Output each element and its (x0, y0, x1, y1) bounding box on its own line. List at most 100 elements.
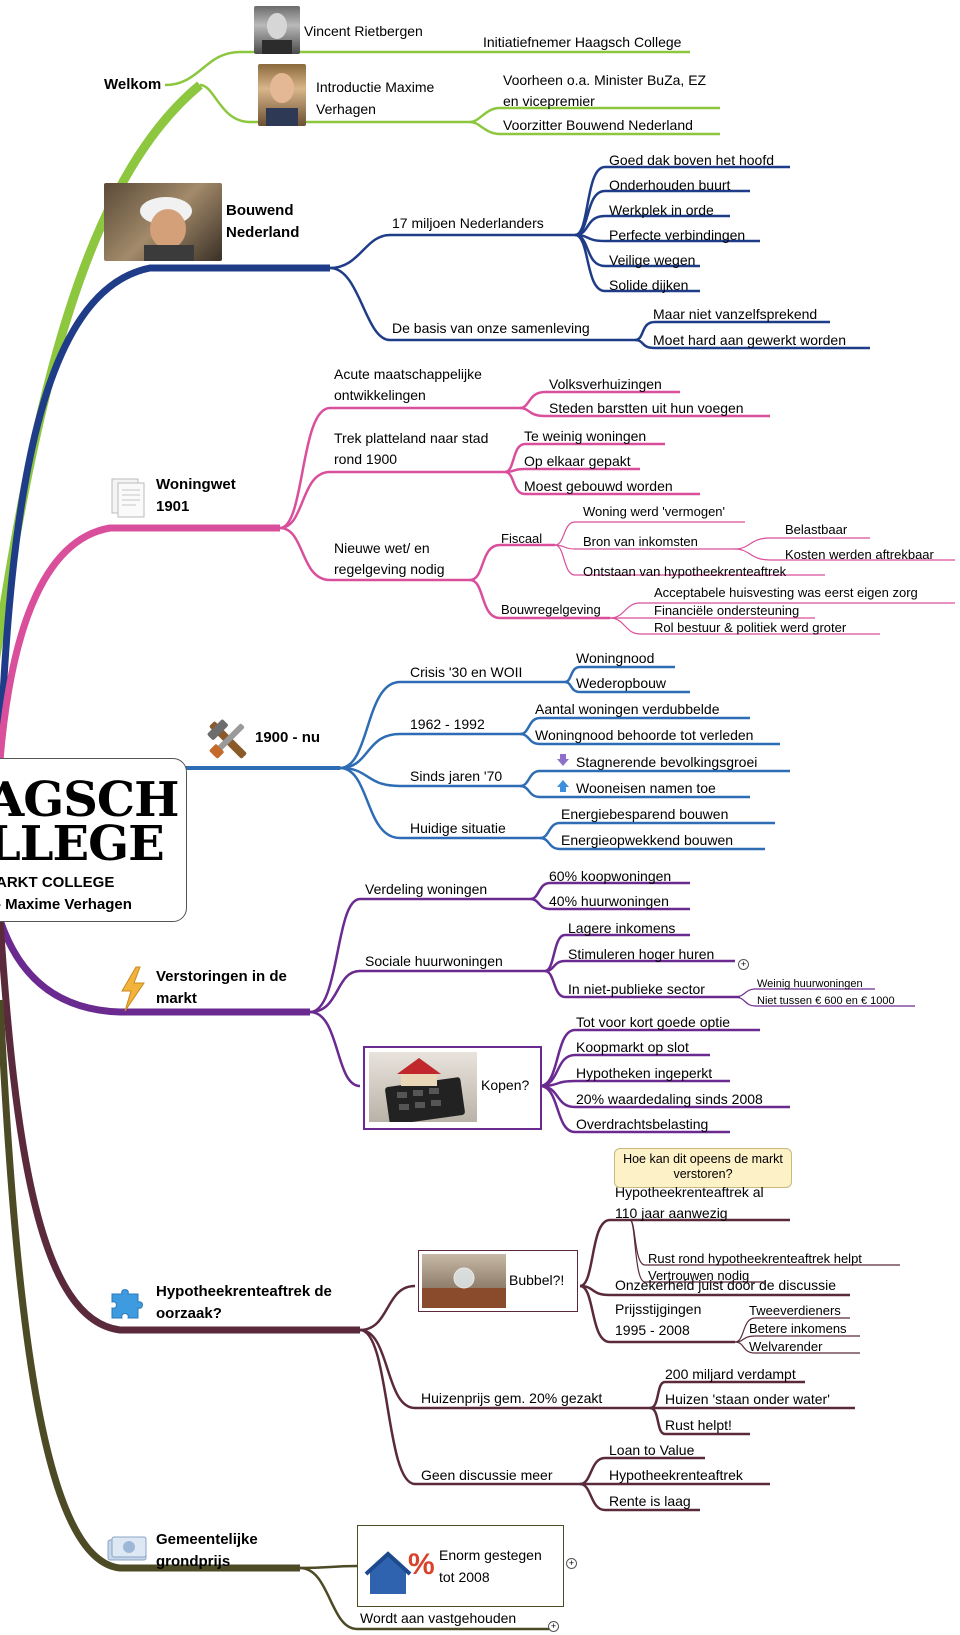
leaf[interactable]: Goed dak boven het hoofd (609, 152, 775, 168)
leaf[interactable]: Hypotheekrenteaftrek al 110 jaar aanwezi… (615, 1184, 764, 1221)
leaf[interactable]: Onzekerheid juist door de discussie (615, 1277, 837, 1293)
leaf[interactable]: Betere inkomens (749, 1321, 847, 1336)
leaf[interactable]: Koopmarkt op slot (576, 1039, 689, 1055)
leaf[interactable]: Loan to Value (609, 1442, 695, 1458)
center-subtitle-1: ARKT COLLEGE (0, 874, 115, 891)
leaf[interactable]: Wederopbouw (576, 675, 667, 691)
leaf[interactable]: Energieopwekkend bouwen (561, 832, 734, 848)
leaf[interactable]: Tot voor kort goede optie (576, 1014, 731, 1030)
tools-icon (203, 715, 253, 765)
branch-geen-discussie[interactable]: Geen discussie meer (421, 1467, 553, 1483)
leaf[interactable]: Overdrachtsbelasting (576, 1116, 709, 1132)
topic-bouwend-nederland[interactable]: Bouwend Nederland (226, 202, 300, 241)
topic-1900-nu[interactable]: 1900 - nu (255, 729, 321, 746)
document-icon (106, 475, 150, 519)
leaf[interactable]: Aantal woningen verdubbelde (535, 701, 720, 717)
leaf[interactable]: Rol bestuur & politiek werd groter (654, 620, 847, 635)
topic-woningwet[interactable]: Woningwet 1901 (156, 476, 236, 515)
branch-huidige-situatie[interactable]: Huidige situatie (410, 820, 506, 836)
leaf[interactable]: Wooneisen namen toe (576, 780, 716, 796)
leaf[interactable]: Veilige wegen (609, 252, 696, 268)
leaf[interactable]: Belastbaar (785, 522, 848, 537)
expand-icon[interactable]: + (566, 1558, 577, 1569)
leaf[interactable]: Rente is laag (609, 1493, 691, 1509)
topic-hypotheekrenteaftrek[interactable]: Hypotheekrenteaftrek de oorzaak? (156, 1283, 332, 1322)
leaf[interactable]: Rust helpt! (665, 1417, 732, 1433)
leaf[interactable]: 20% waardedaling sinds 2008 (576, 1091, 763, 1107)
branch-huizenprijs[interactable]: Huizenprijs gem. 20% gezakt (421, 1390, 603, 1406)
leaf[interactable]: Rust rond hypotheekrenteaftrek helpt (648, 1251, 862, 1266)
leaf[interactable]: In niet-publieke sector (568, 981, 705, 997)
sub-branch-fiscaal[interactable]: Fiscaal (501, 531, 543, 546)
speaker-2[interactable]: Introductie Maxime Verhagen (316, 79, 435, 117)
sub-branch-bouwregelgeving[interactable]: Bouwregelgeving (501, 602, 601, 617)
branch-basis-samenleving[interactable]: De basis van onze samenleving (392, 320, 590, 336)
leaf[interactable]: Op elkaar gepakt (524, 453, 631, 469)
branch-nieuwe-wet[interactable]: Nieuwe wet/ en regelgeving nodig (334, 540, 445, 577)
expand-icon[interactable]: + (738, 959, 749, 970)
leaf[interactable]: Solide dijken (609, 277, 689, 293)
leaf[interactable]: Woningnood (576, 650, 655, 666)
callout-note[interactable]: Hoe kan dit opeens de markt verstoren? (614, 1148, 792, 1188)
leaf[interactable]: Woningnood behoorde tot verleden (535, 727, 754, 743)
speaker-2-detail-1[interactable]: Voorheen o.a. Minister BuZa, EZ en vicep… (503, 72, 707, 109)
leaf[interactable]: Werkplek in orde (609, 202, 714, 218)
leaf[interactable]: Steden barstten uit hun voegen (549, 400, 744, 416)
leaf[interactable]: Stagnerende bevolkingsgroei (576, 754, 758, 770)
branch-1962-1992[interactable]: 1962 - 1992 (410, 716, 485, 732)
branch-kopen-box[interactable]: Kopen? (363, 1046, 542, 1130)
expand-icon[interactable]: + (548, 1621, 559, 1632)
leaf[interactable]: Ontstaan van hypotheekrenteaftrek (583, 564, 787, 579)
leaf[interactable]: 40% huurwoningen (549, 893, 669, 909)
topic-welkom[interactable]: Welkom (104, 76, 162, 93)
leaf[interactable]: 60% koopwoningen (549, 868, 672, 884)
branch-trek-platteland[interactable]: Trek platteland naar stad rond 1900 (334, 430, 489, 467)
house-percent-icon: % (364, 1538, 440, 1598)
leaf[interactable]: Te weinig woningen (524, 428, 647, 444)
branch-kopen[interactable]: Kopen? (481, 1077, 530, 1093)
leaf[interactable]: Moet hard aan gewerkt worden (653, 332, 846, 348)
leaf[interactable]: Tweeverdieners (749, 1303, 841, 1318)
branch-17-miljoen[interactable]: 17 miljoen Nederlanders (392, 215, 544, 231)
leaf[interactable]: Kosten werden aftrekbaar (785, 547, 934, 562)
leaf[interactable]: Perfecte verbindingen (609, 227, 746, 243)
branch-acute-ontwikkelingen[interactable]: Acute maatschappelijke ontwikkelingen (334, 366, 482, 403)
branch-enorm-gestegen[interactable]: Enorm gestegen tot 2008 (439, 1547, 542, 1585)
leaf[interactable]: Volksverhuizingen (549, 376, 662, 392)
speaker-1[interactable]: Vincent Rietbergen (304, 23, 423, 39)
branch-verdeling-woningen[interactable]: Verdeling woningen (365, 881, 488, 897)
branch-enorm-gestegen-box[interactable]: % Enorm gestegen tot 2008 (357, 1525, 564, 1607)
speaker-2-detail-2[interactable]: Voorzitter Bouwend Nederland (503, 117, 693, 133)
leaf[interactable]: Weinig huurwoningen (757, 978, 863, 990)
leaf[interactable]: Maar niet vanzelfsprekend (653, 306, 818, 322)
leaf[interactable]: Lagere inkomens (568, 920, 676, 936)
branch-vastgehouden[interactable]: Wordt aan vastgehouden (360, 1610, 517, 1626)
leaf[interactable]: Welvarender (749, 1339, 823, 1354)
leaf[interactable]: Huizen 'staan onder water' (665, 1391, 830, 1407)
leaf[interactable]: Acceptabele huisvesting was eerst eigen … (654, 585, 918, 600)
branch-bubbel[interactable]: Bubbel?! (509, 1272, 565, 1288)
arrow-up-icon (556, 779, 570, 793)
leaf[interactable]: Bron van inkomsten (583, 534, 698, 549)
leaf[interactable]: Financiële ondersteuning (654, 603, 800, 618)
leaf[interactable]: Niet tussen € 600 en € 1000 (757, 995, 895, 1007)
branch-sinds-70[interactable]: Sinds jaren '70 (410, 768, 503, 784)
leaf[interactable]: Moest gebouwd worden (524, 478, 673, 494)
leaf[interactable]: Stimuleren hoger huren (568, 946, 715, 962)
topic-grondprijs[interactable]: Gemeentelijke grondprijs (156, 1531, 258, 1570)
branch-crisis[interactable]: Crisis '30 en WOII (410, 664, 523, 680)
branch-bubbel-box[interactable]: Bubbel?! (418, 1250, 578, 1312)
central-topic[interactable]: AGSCH LLEGE ARKT COLLEGE - Maxime Verhag… (0, 758, 187, 922)
leaf[interactable]: Prijsstijgingen 1995 - 2008 (615, 1301, 702, 1338)
leaf[interactable]: Vertrouwen nodig (648, 1268, 750, 1283)
topic-verstoringen[interactable]: Verstoringen in de markt (156, 968, 287, 1007)
leaf[interactable]: Woning werd 'vermogen' (583, 504, 726, 519)
leaf[interactable]: Hypotheekrenteaftrek (609, 1467, 743, 1483)
leaf[interactable]: 200 miljard verdampt (665, 1366, 796, 1382)
leaf[interactable]: Onderhouden buurt (609, 177, 731, 193)
leaf[interactable]: Hypotheken ingeperkt (576, 1065, 713, 1081)
branch-sociale-huurwoningen[interactable]: Sociale huurwoningen (365, 953, 503, 969)
speaker-1-role[interactable]: Initiatiefnemer Haagsch College (483, 34, 682, 50)
leaf[interactable]: Energiebesparend bouwen (561, 806, 729, 822)
